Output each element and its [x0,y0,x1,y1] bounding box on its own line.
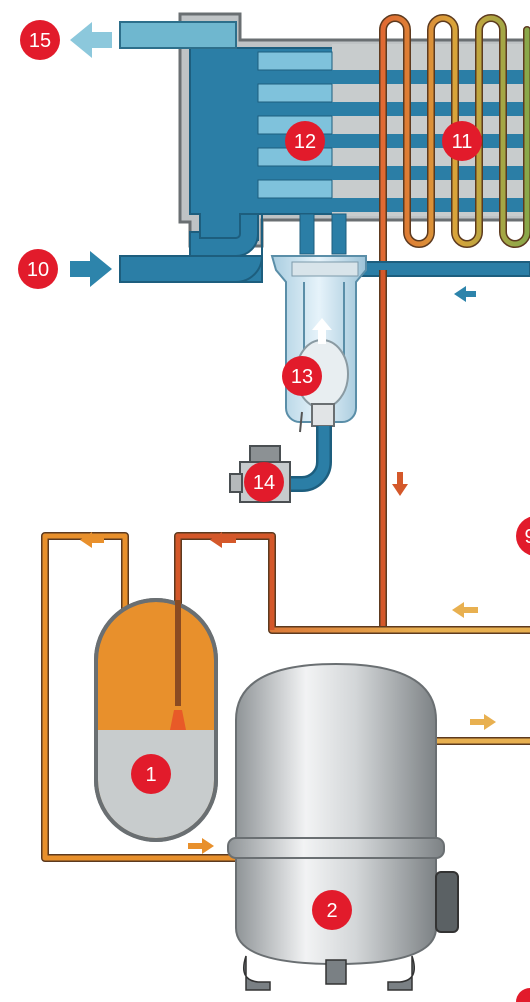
badge-label: 14 [253,472,275,494]
callout-badge-partial [516,988,530,1002]
badge-label: 1 [145,764,156,786]
callout-badge-12: 12 [285,121,325,161]
callout-badge-9: 9 [516,516,530,556]
callout-badge-1: 1 [131,754,171,794]
arrow-right-icon [470,714,496,730]
callout-badge-14: 14 [244,462,284,502]
badge-label: 2 [326,900,337,922]
badge-label: 10 [27,259,49,281]
arrow-right-icon [188,838,214,854]
arrow-left-icon [210,532,236,548]
badge-label: 11 [452,131,473,153]
refrigerant-lines [41,270,530,862]
heat-exchanger [178,12,530,274]
arrow-left-icon [80,532,104,548]
air-outlet-pipe [70,21,237,58]
air-inlet-pipe [70,213,263,287]
callout-badge-10: 10 [18,249,58,289]
flow-arrows [80,472,496,854]
callout-badge-2: 2 [312,890,352,930]
arrow-down-icon [392,472,408,496]
inlet-arrow-icon [70,251,112,287]
liquid-separator-tank [94,598,218,842]
condensate-separator [270,213,367,433]
badge-label: 9 [524,526,530,548]
badge-label: 12 [294,131,316,153]
flow-arrow-left-icon [454,286,476,302]
arrow-left-icon [452,602,478,618]
callout-badge-11: 11 [442,121,482,161]
compressor [227,662,459,991]
callout-badge-15: 15 [20,20,60,60]
outlet-arrow-icon [70,22,112,58]
callout-badge-13: 13 [282,356,322,396]
badge-label: 13 [291,366,313,388]
drain-line [272,426,332,492]
updraft-arrow-icon [312,318,332,344]
badge-label: 15 [29,30,51,52]
